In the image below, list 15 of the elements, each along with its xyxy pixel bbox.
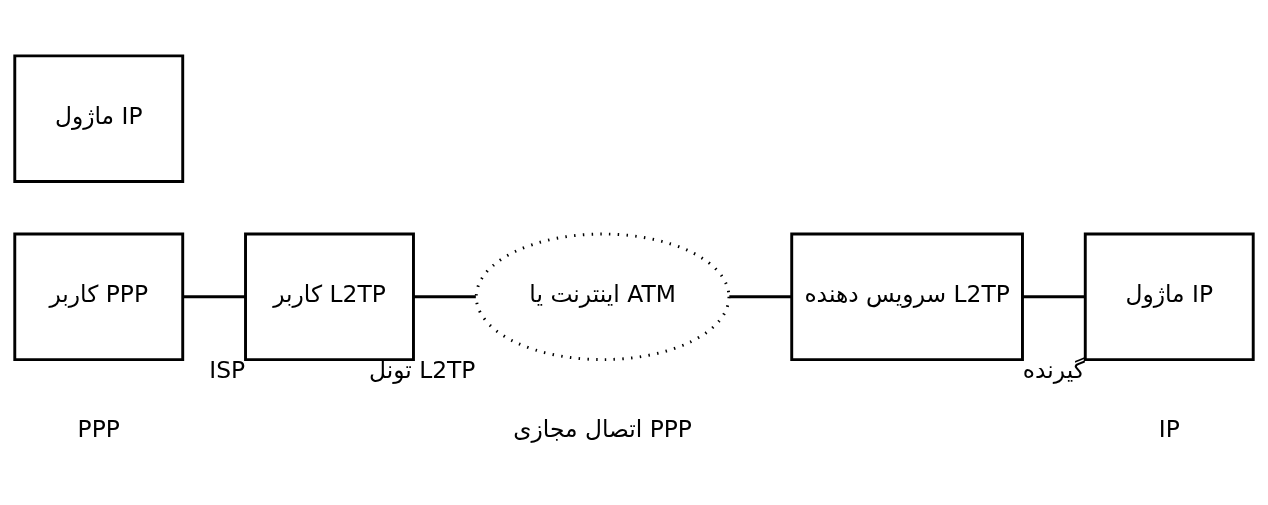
node-label: گیرنده — [1022, 355, 1085, 384]
connector — [413, 294, 476, 298]
node-box: سرویس دهنده L2TP — [790, 232, 1024, 361]
node-box: کاربر L2TP — [244, 232, 415, 361]
node-box: ماژول IP — [1083, 232, 1255, 361]
node-label: ISP — [209, 355, 246, 384]
connector — [183, 294, 246, 298]
label: اتصال مجازی PPP — [513, 414, 692, 443]
label: PPP — [77, 414, 120, 443]
node-ellipse: اینترنت یا ATM — [474, 232, 731, 361]
connector — [1022, 294, 1086, 298]
connector — [729, 294, 792, 298]
label: IP — [1158, 414, 1180, 443]
node-box: کاربر PPP — [13, 232, 185, 361]
node-box: ماژول IP — [13, 53, 185, 183]
